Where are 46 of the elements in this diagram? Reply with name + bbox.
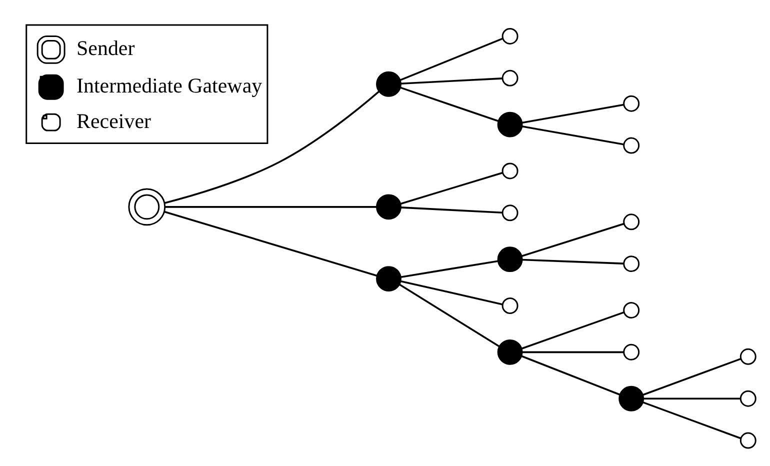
connector bbox=[400, 171, 503, 204]
connector bbox=[522, 350, 624, 353]
node-circle bbox=[623, 343, 640, 360]
connector bbox=[522, 258, 624, 264]
node-circle bbox=[376, 194, 402, 220]
connector bbox=[400, 206, 502, 213]
connector bbox=[522, 103, 624, 124]
node-circle bbox=[502, 204, 518, 221]
node-circle bbox=[376, 70, 402, 96]
node-circle bbox=[623, 136, 640, 154]
connector bbox=[522, 125, 624, 145]
connector bbox=[521, 354, 620, 395]
connector bbox=[399, 283, 500, 346]
node-circle bbox=[623, 94, 640, 112]
node-circle bbox=[623, 255, 640, 272]
node-circle bbox=[502, 297, 518, 314]
node-circle bbox=[128, 188, 166, 226]
connector bbox=[643, 397, 741, 399]
connector bbox=[400, 86, 499, 122]
connector bbox=[521, 222, 624, 256]
connector bbox=[521, 310, 624, 349]
connector bbox=[400, 260, 498, 278]
node-circle bbox=[502, 69, 518, 86]
legend-label: Sender bbox=[76, 36, 135, 60]
node-circle bbox=[623, 213, 640, 230]
connector bbox=[165, 206, 377, 208]
connector bbox=[642, 358, 741, 396]
node-circle bbox=[623, 302, 640, 318]
connector bbox=[400, 280, 502, 305]
node-circle bbox=[497, 246, 523, 272]
connector bbox=[642, 400, 741, 439]
legend-label: Intermediate Gateway bbox=[76, 73, 262, 98]
node-circle bbox=[502, 162, 518, 179]
node-circle bbox=[497, 338, 523, 364]
legend-label: Receiver bbox=[76, 108, 151, 132]
node-circle bbox=[376, 266, 402, 292]
node-circle bbox=[740, 390, 756, 406]
connector bbox=[400, 77, 502, 84]
connector bbox=[400, 37, 504, 80]
node-circle bbox=[502, 27, 518, 44]
node-circle bbox=[618, 385, 644, 411]
connector bbox=[164, 210, 378, 276]
node-circle bbox=[740, 348, 756, 364]
node-circle bbox=[740, 432, 756, 448]
node-circle bbox=[497, 111, 523, 137]
connector bbox=[164, 90, 380, 204]
